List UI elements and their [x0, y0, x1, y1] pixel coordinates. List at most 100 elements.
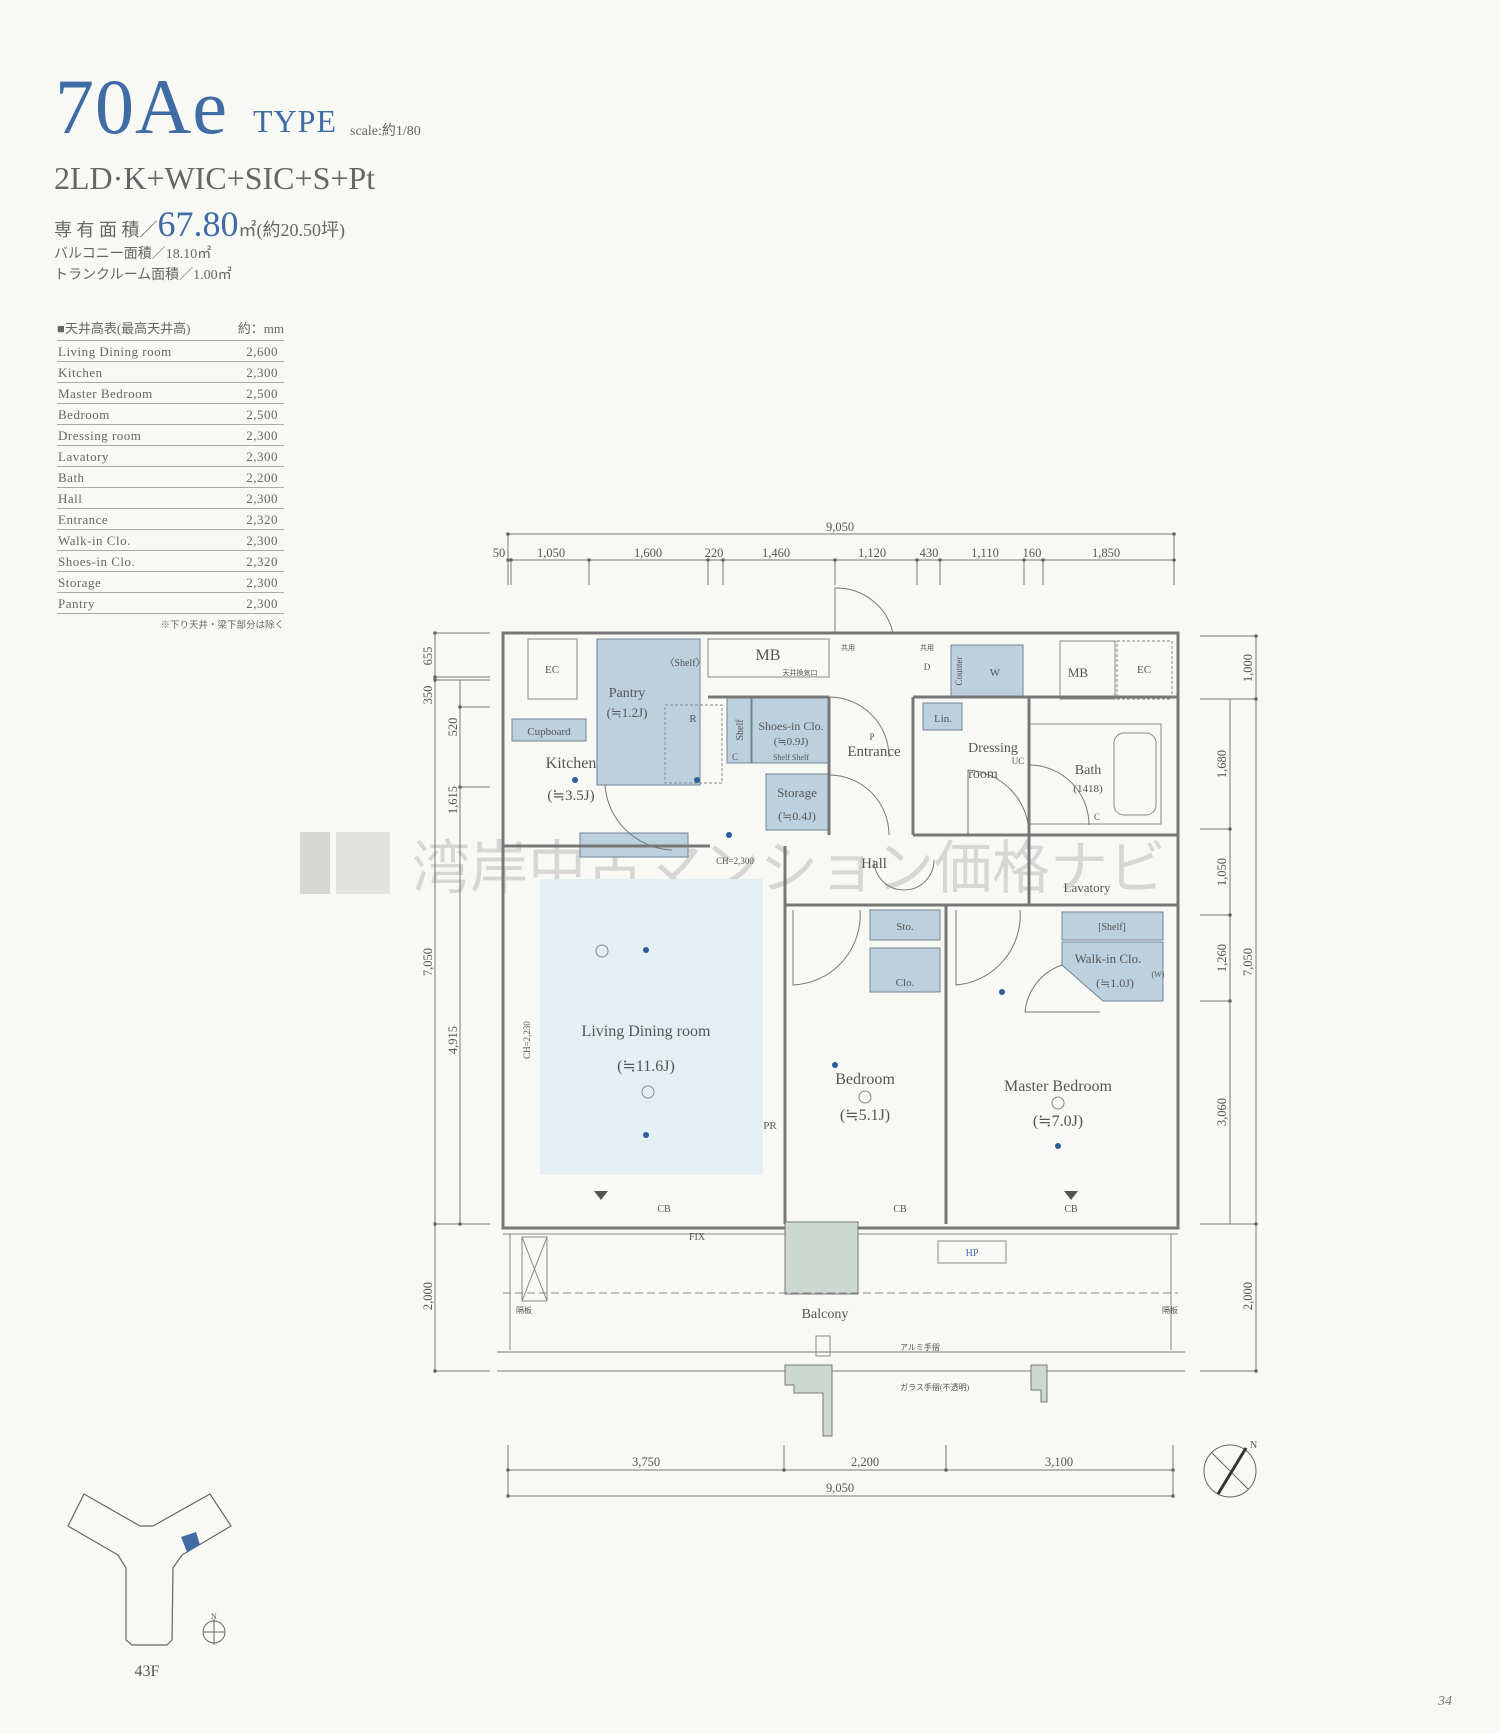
dim-dot: [509, 558, 513, 562]
label-dressing: Dressing: [968, 741, 1018, 756]
label-entrance: Entrance: [847, 744, 901, 760]
label-shelf: 〈Shelf〉: [664, 657, 705, 669]
dim-dot: [915, 558, 919, 562]
unit-location-marker: [181, 1532, 200, 1552]
ceiling-height: 2,320: [246, 554, 278, 569]
label-storage-size: (≒0.4J): [778, 809, 816, 823]
dim-dot: [433, 1369, 437, 1373]
label-balcony: Balcony: [802, 1307, 849, 1322]
ceiling-height: 2,500: [246, 407, 278, 422]
page-number: 34: [1438, 1694, 1452, 1709]
dim-label: 1,050: [537, 546, 565, 560]
dim-dot: [587, 558, 591, 562]
dim-dot: [1228, 827, 1232, 831]
dim-label: 1,050: [1215, 858, 1229, 886]
dim-label: 1,600: [634, 546, 662, 560]
room-name: Hall: [58, 491, 83, 506]
label-bedroom-size: (≒5.1J): [840, 1107, 890, 1124]
ceiling-height: 2,300: [246, 491, 278, 506]
label-kitchen: Kitchen: [546, 755, 597, 772]
ceiling-height: 2,300: [246, 428, 278, 443]
room-name: Walk-in Clo.: [58, 533, 131, 548]
label-mb-right: MB: [1068, 665, 1089, 680]
label-dressing-room: room: [968, 767, 998, 782]
label-hp: HP: [966, 1248, 979, 1259]
table-unit: 約：mm: [237, 321, 284, 336]
column: [784, 1364, 833, 1437]
label-cb: CB: [893, 1204, 907, 1215]
room-name: Storage: [58, 575, 102, 590]
dim-dot: [458, 1222, 462, 1226]
label-ch-ld: CH=2,230: [522, 1021, 532, 1059]
dim-label: 1,120: [858, 546, 886, 560]
ceiling-lights: [572, 777, 1065, 1149]
dim-dot: [1041, 558, 1045, 562]
dim-label: 2,000: [1241, 1282, 1255, 1310]
ceiling-height: 2,300: [246, 449, 278, 464]
dim-label: 1,260: [1215, 944, 1229, 972]
label-cb: CB: [1064, 1204, 1078, 1215]
dim-dot: [706, 558, 710, 562]
label-sto: Sto.: [896, 921, 914, 933]
label-ld-size: (≒11.6J): [617, 1058, 675, 1075]
dim-label: 7,050: [1241, 948, 1255, 976]
label-glass-rail: ガラス手摺(不透明): [900, 1382, 970, 1392]
label-c: C: [732, 752, 738, 762]
room-name: Shoes-in Clo.: [58, 554, 136, 569]
label-ec-left: EC: [545, 664, 559, 676]
area-value: 67.80: [157, 204, 239, 244]
ceiling-height: 2,300: [246, 365, 278, 380]
room-name: Lavatory: [58, 449, 109, 464]
dim-dot: [1254, 634, 1258, 638]
ceiling-height: 2,320: [246, 512, 278, 527]
ps-block: [784, 1221, 859, 1295]
storage: [765, 773, 830, 831]
label-wic-w: (W): [1152, 970, 1165, 979]
dims-right: 1,000 7,050 2,000 1,680 1,050 1,260 3,06…: [1200, 634, 1258, 1373]
label-hall: Hall: [861, 856, 887, 872]
dim-label: 3,750: [632, 1455, 660, 1469]
dims-top: 9,050 50 1,050 1,600 220 1,460 1,120 430…: [493, 520, 1176, 585]
mb-left: [707, 638, 830, 678]
label-linen: Lin.: [934, 713, 952, 725]
table-row: Shoes-in Clo. 2,320: [57, 551, 284, 572]
label-shoes-in-closet: Shoes-in Clo.: [758, 719, 823, 733]
wic-shelf: [1061, 911, 1164, 941]
label-ceiling-vent: 天井換気口: [783, 668, 818, 677]
label-lavatory: Lavatory: [1064, 880, 1111, 895]
label-bath: Bath: [1075, 763, 1101, 778]
dim-label: 350: [421, 686, 435, 705]
label-walk-in-closet: Walk-in Clo.: [1075, 951, 1142, 966]
dim-dot: [1254, 1222, 1258, 1226]
room-name: Bedroom: [58, 407, 110, 422]
label-partition-right: 隔板: [1162, 1305, 1178, 1315]
label-shoes-size: (≒0.9J): [774, 736, 809, 748]
ec-left: [527, 638, 578, 700]
dim-label: 7,050: [421, 948, 435, 976]
label-p: P: [869, 732, 874, 742]
doors[interactable]: [604, 587, 1100, 1013]
dim-label: 3,060: [1215, 1098, 1229, 1126]
keyplan-north: N: [211, 1612, 217, 1621]
dim-dot: [433, 631, 437, 635]
label-uc: UC: [1012, 756, 1025, 766]
pantry: [596, 638, 701, 786]
storage-box: [521, 1236, 548, 1302]
dim-label: 160: [1023, 546, 1042, 560]
ceiling-height: 2,300: [246, 596, 278, 611]
label-master-bedroom: Master Bedroom: [1004, 1078, 1113, 1095]
label-partition-left: 隔板: [516, 1305, 532, 1315]
ceiling-height: 2,600: [246, 344, 278, 359]
table-note: ※下り天井・梁下部分は除く: [160, 621, 284, 631]
dim-label: 520: [446, 718, 460, 737]
balcony-area: バルコニー面積／18.10㎡: [54, 247, 212, 262]
table-row: Bedroom 2,500: [57, 404, 284, 425]
dim-label: 3,100: [1045, 1455, 1073, 1469]
plan-number: 70Ae: [55, 63, 228, 150]
dim-dot: [782, 1468, 786, 1472]
